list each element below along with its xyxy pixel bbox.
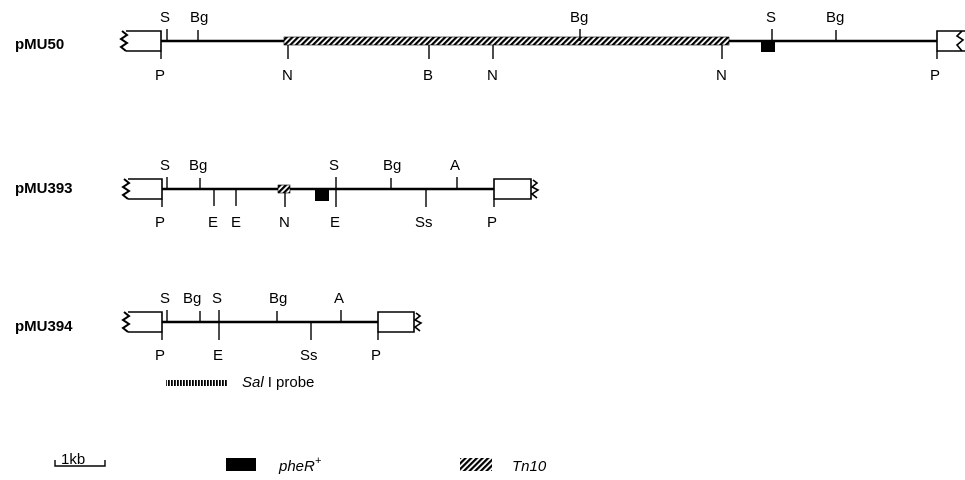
plasmid-name-pmu393: pMU393 — [15, 180, 73, 197]
site-label: P — [155, 347, 165, 364]
site-label: N — [487, 67, 498, 84]
site-label: Ss — [415, 214, 433, 231]
site-label: E — [330, 214, 340, 231]
site-label: N — [279, 214, 290, 231]
plasmid-name-pmu394: pMU394 — [15, 318, 73, 335]
tn10-remnant — [277, 184, 291, 194]
legend-tn10: Tn10 — [460, 458, 547, 475]
site-label: B — [423, 67, 433, 84]
site-label: P — [155, 67, 165, 84]
site-label: Bg — [189, 157, 207, 174]
legend-pheR: pheR+ — [226, 455, 322, 475]
vector-end-left — [121, 311, 163, 333]
plasmid-name-pmu50: pMU50 — [15, 36, 64, 53]
pheR-swatch — [226, 458, 256, 471]
tn10-swatch — [460, 458, 492, 471]
site-label: Bg — [269, 290, 287, 307]
vector-end-left — [121, 178, 163, 200]
site-label: Ss — [300, 347, 318, 364]
vector-end-right — [377, 311, 423, 333]
site-label: Bg — [383, 157, 401, 174]
probe-label-rest: I probe — [268, 374, 315, 391]
site-label: S — [212, 290, 222, 307]
plasmid-pmu50: pMU50 — [15, 9, 965, 84]
site-label: P — [371, 347, 381, 364]
vector-end-right — [936, 30, 965, 52]
site-label: P — [930, 67, 940, 84]
probe-bar — [166, 380, 228, 386]
site-label: A — [450, 157, 460, 174]
vector-end-left — [119, 30, 162, 52]
site-label: S — [766, 9, 776, 26]
scale-bar-label: 1kb — [61, 451, 85, 468]
site-label: Bg — [570, 9, 588, 26]
site-label: S — [160, 290, 170, 307]
site-label: Bg — [190, 9, 208, 26]
tn10-label: Tn10 — [512, 458, 547, 475]
site-label: E — [208, 214, 218, 231]
pheR-label: pheR+ — [278, 455, 322, 475]
site-label: A — [334, 290, 344, 307]
scale-bar: 1kb — [54, 451, 106, 468]
vector-end-right — [493, 178, 540, 200]
pheR-block — [315, 190, 329, 201]
probe-label-enzyme: Sal — [242, 374, 264, 391]
pheR-block — [761, 42, 775, 52]
site-label: Bg — [826, 9, 844, 26]
site-label: P — [155, 214, 165, 231]
site-label: N — [282, 67, 293, 84]
plasmid-pmu394: pMU394 S Bg S Bg A P E Ss — [15, 290, 423, 364]
site-label: N — [716, 67, 727, 84]
site-label: E — [213, 347, 223, 364]
site-label: E — [231, 214, 241, 231]
site-label: P — [487, 214, 497, 231]
site-label: Bg — [183, 290, 201, 307]
site-label: S — [160, 9, 170, 26]
site-label: S — [160, 157, 170, 174]
tn10-insert — [283, 36, 730, 46]
site-label: S — [329, 157, 339, 174]
plasmid-pmu393: pMU393 S Bg S B — [15, 157, 540, 231]
